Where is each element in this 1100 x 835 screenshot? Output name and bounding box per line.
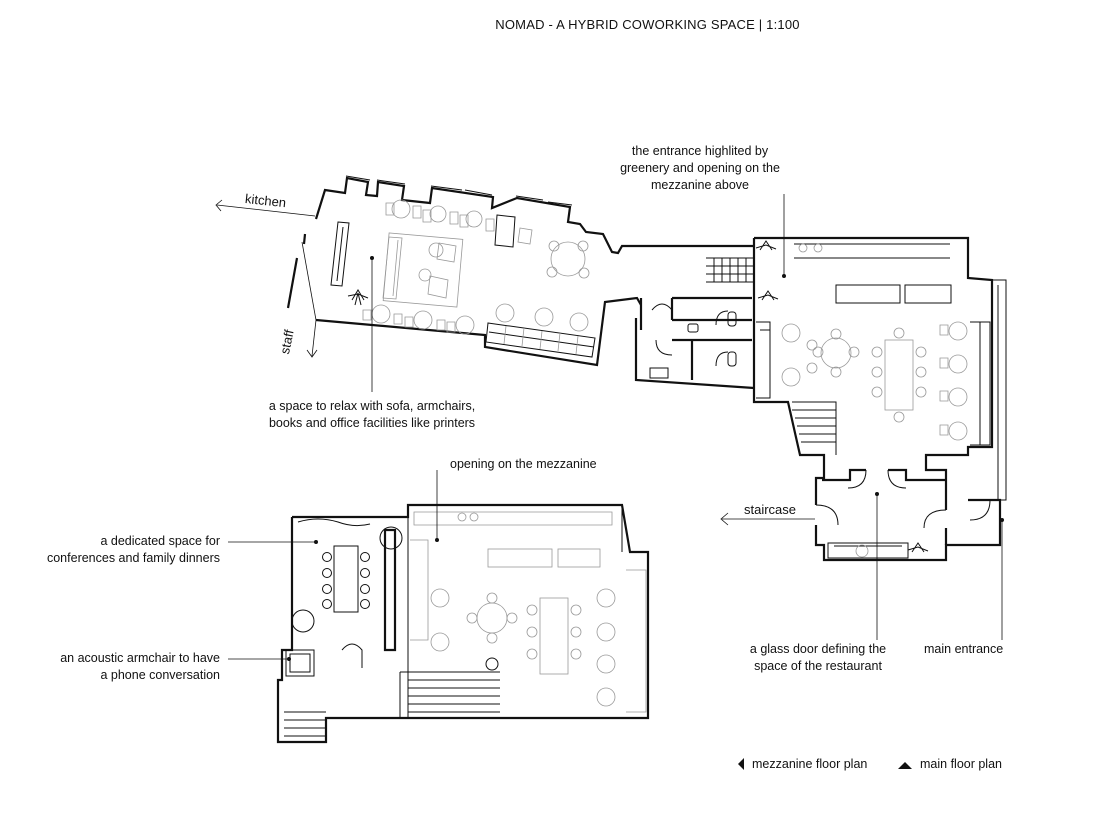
relax-annotation: a space to relax with sofa, armchairs, b… <box>258 398 486 432</box>
mezzanine-marker-icon <box>738 758 744 770</box>
staircase-tag: staircase <box>744 502 797 517</box>
opening-annotation: opening on the mezzanine <box>450 457 597 471</box>
main-marker-icon <box>898 762 912 769</box>
glass-door-annotation: a glass door defining the space of the r… <box>738 641 898 675</box>
staff-arrow <box>301 241 318 358</box>
entrance-line-2: greenery and opening on the <box>620 161 780 175</box>
conference-annotation: a dedicated space for conferences and fa… <box>20 533 220 567</box>
legend-main: main floor plan <box>920 757 1002 771</box>
kitchen-arrow <box>215 199 316 217</box>
entrance-annotation: the entrance highlited by greenery and o… <box>600 143 800 194</box>
leader-lines <box>228 194 1004 661</box>
lounge-wing <box>286 175 754 367</box>
drawing-title: NOMAD - A HYBRID COWORKING SPACE | 1:100 <box>495 17 800 32</box>
legend-mezzanine: mezzanine floor plan <box>752 757 868 771</box>
conference-line-1: a dedicated space for <box>100 534 220 548</box>
main-floor <box>752 236 1007 562</box>
mezzanine-floor <box>276 503 650 744</box>
glass-door-line-2: space of the restaurant <box>754 659 882 673</box>
acoustic-line-2: a phone conversation <box>100 668 220 682</box>
legend-markers <box>738 758 912 770</box>
entrance-line-1: the entrance highlited by <box>631 144 769 158</box>
entrance-line-3: mezzanine above <box>651 178 749 192</box>
glass-door-line-1: a glass door defining the <box>749 642 887 656</box>
relax-line-1: a space to relax with sofa, armchairs, <box>268 399 476 413</box>
bathroom-block <box>634 257 755 390</box>
staircase-arrow <box>720 512 815 526</box>
relax-line-2: books and office facilities like printer… <box>268 416 476 430</box>
acoustic-line-1: an acoustic armchair to have <box>60 651 220 665</box>
main-entrance-annotation: main entrance <box>924 642 1004 656</box>
acoustic-annotation: an acoustic armchair to have a phone con… <box>20 650 220 684</box>
conference-line-2: conferences and family dinners <box>46 551 220 565</box>
